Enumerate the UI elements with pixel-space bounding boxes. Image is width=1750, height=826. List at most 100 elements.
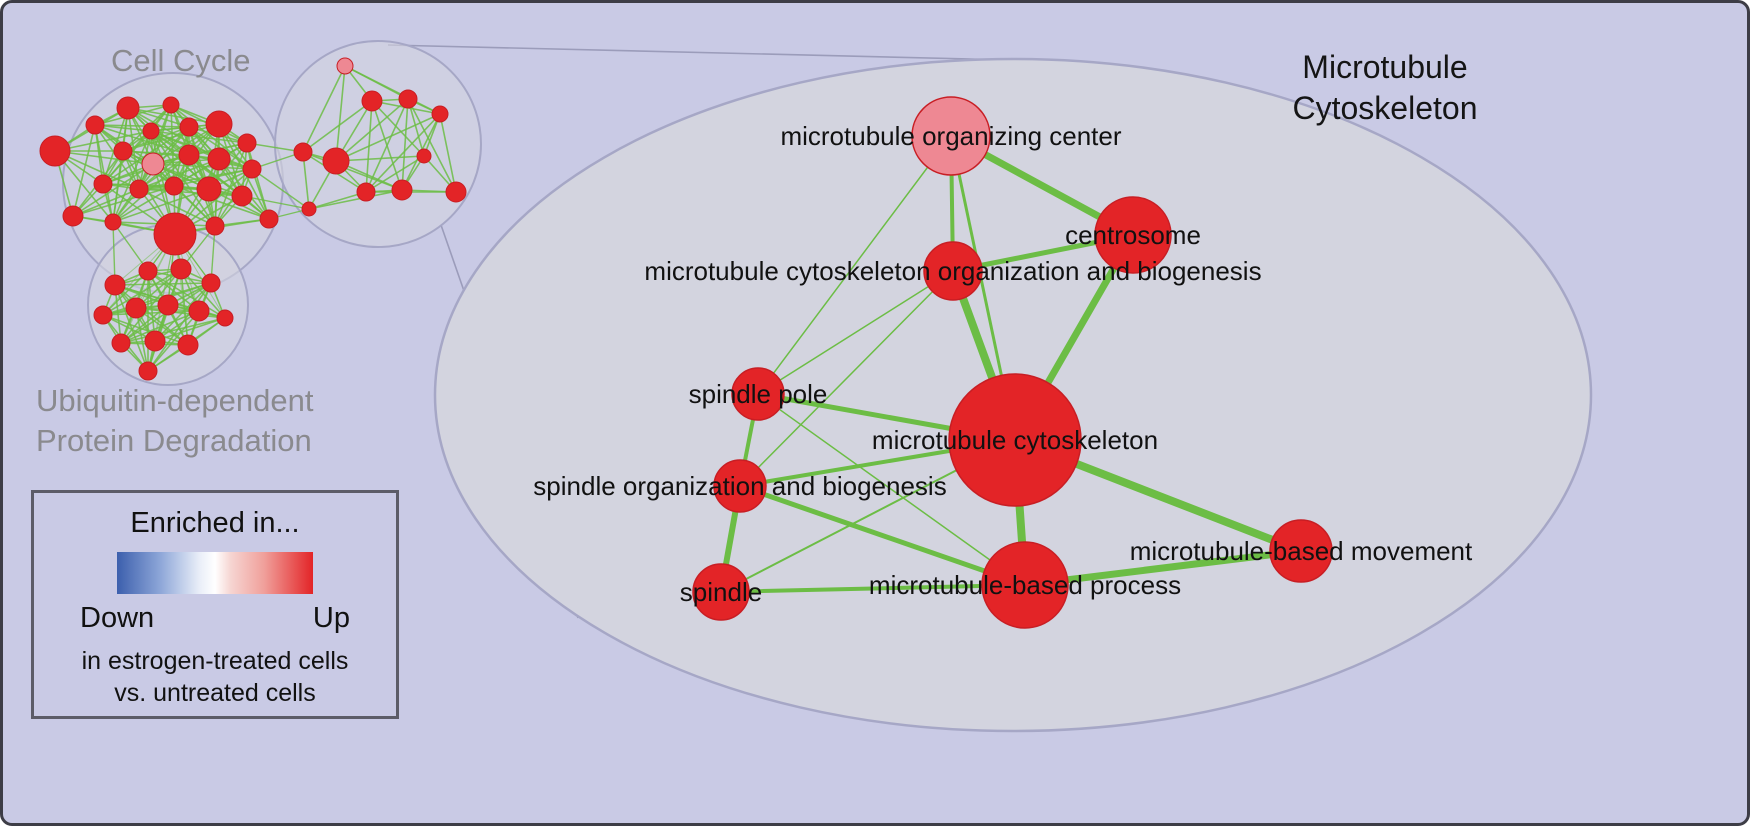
overview-node	[293, 142, 313, 162]
overview-node	[162, 96, 180, 114]
overview-node	[93, 174, 113, 194]
legend-caption-line2: vs. untreated cells	[114, 679, 316, 707]
legend-caption-line1: in estrogen-treated cells	[81, 647, 349, 675]
overview-node	[216, 309, 234, 327]
detail-cluster-title: Microtubule Cytoskeleton	[1185, 47, 1585, 129]
legend-down-label: Down	[80, 602, 155, 634]
overview-edge	[407, 98, 425, 157]
node-centrosome	[1094, 196, 1172, 274]
overview-edge	[147, 270, 226, 319]
edge-mco-sob	[739, 270, 954, 487]
overview-edge	[302, 100, 373, 153]
overview-edge	[401, 98, 409, 191]
overview-edge	[302, 151, 310, 210]
node-label-centrosome: centrosome	[1065, 220, 1201, 250]
overview-edge	[122, 123, 220, 152]
legend-title: Enriched in...	[130, 507, 300, 539]
overview-node	[231, 185, 253, 207]
overview-edge	[407, 98, 457, 193]
overview-edge	[150, 130, 253, 170]
overview-node	[431, 105, 449, 123]
node-mbm	[1269, 519, 1333, 583]
cluster-label-ubiquitin-line2: Protein Degradation	[36, 423, 312, 458]
overview-node	[144, 330, 166, 352]
overview-edge	[102, 268, 182, 316]
overview-node	[201, 273, 221, 293]
edge-sob-mbp	[737, 483, 1028, 588]
overview-node	[336, 57, 354, 75]
node-label-moc: microtubule organizing center	[780, 121, 1121, 151]
overview-edge	[135, 307, 149, 372]
overview-node	[188, 300, 210, 322]
overview-node	[445, 181, 467, 203]
overview-edge	[214, 142, 248, 227]
overview-edge	[335, 113, 441, 162]
overview-edge	[127, 107, 175, 187]
overview-edge	[210, 225, 216, 284]
overview-edge	[120, 310, 200, 344]
overview-edge	[365, 155, 425, 193]
overview-node	[93, 305, 113, 325]
cluster-label-ubiquitin-line1: Ubiquitin-dependent	[36, 383, 314, 418]
node-label-spindle_pole: spindle pole	[689, 379, 828, 409]
overview-node	[39, 135, 71, 167]
overview-node	[398, 89, 418, 109]
overview-node	[170, 258, 192, 280]
overview-edge	[102, 270, 149, 316]
node-label-sob: spindle organization and biogenesis	[533, 471, 946, 501]
overview-node	[322, 147, 350, 175]
edge-mco-spindle_pole	[757, 270, 954, 395]
cluster-label-cell-cycle: Cell Cycle	[111, 43, 251, 78]
node-mco	[923, 241, 983, 301]
edge-mbp-spindle	[719, 583, 1027, 594]
overview-edge	[120, 317, 226, 344]
overview-edge	[138, 158, 220, 190]
node-spindle_pole	[731, 367, 785, 421]
overview-edge	[335, 65, 346, 162]
overview-edge	[335, 98, 409, 162]
overview-node	[356, 182, 376, 202]
overview-node	[104, 213, 122, 231]
edge-mbp-mbm	[1021, 547, 1305, 589]
detail-title-line2: Cytoskeleton	[1292, 90, 1478, 126]
overview-edge	[173, 185, 216, 227]
overview-node	[237, 133, 257, 153]
overview-edge	[112, 221, 149, 272]
overview-node	[361, 90, 383, 112]
overview-edge	[112, 185, 175, 223]
overview-node	[196, 176, 222, 202]
overview-edge	[371, 100, 425, 157]
overview-edge	[308, 189, 403, 210]
cluster-label-ubiquitin: Ubiquitin-dependent Protein Degradation	[36, 381, 314, 461]
overview-edge	[147, 310, 200, 372]
overview-node	[125, 297, 147, 319]
overview-node	[179, 117, 199, 137]
overview-edge	[302, 65, 346, 153]
overview-node	[111, 333, 131, 353]
overview-edge	[241, 195, 310, 210]
overview-node	[164, 176, 184, 196]
overview-edge	[135, 307, 226, 319]
overview-node	[259, 209, 279, 229]
legend-up-label: Up	[312, 602, 350, 634]
overview-node	[141, 152, 165, 176]
node-spindle	[692, 563, 750, 621]
node-label-mc: microtubule cytoskeleton	[872, 425, 1158, 455]
overview-edge	[112, 188, 210, 223]
overview-edge	[439, 113, 457, 193]
node-label-spindle: spindle	[680, 577, 762, 607]
overview-edge	[173, 185, 270, 220]
overview-node	[177, 334, 199, 356]
overview-node	[129, 179, 149, 199]
overview-node	[301, 201, 317, 217]
node-moc	[911, 96, 991, 176]
legend: Enriched in... Down Up in estrogen-treat…	[31, 490, 399, 719]
overview-edge	[302, 151, 403, 191]
node-mc	[948, 373, 1082, 507]
overview-edge	[138, 188, 216, 227]
overview-edge	[72, 185, 175, 217]
overview-edge	[154, 317, 226, 342]
edge-spindle_pole-mbp	[757, 393, 1026, 586]
node-label-mbp: microtubule-based process	[869, 570, 1181, 600]
